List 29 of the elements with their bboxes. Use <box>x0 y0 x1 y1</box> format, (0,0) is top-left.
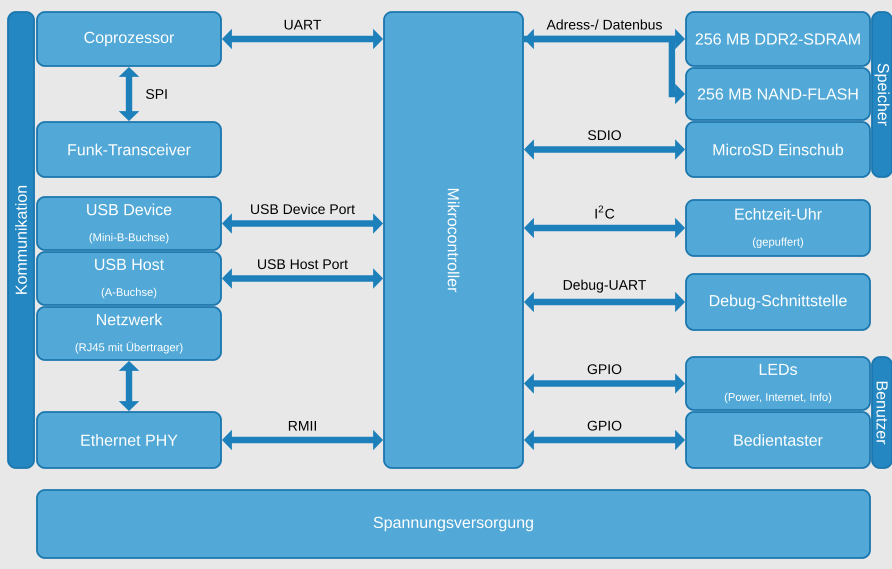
edge-label: SDIO <box>585 128 624 142</box>
block-box: MicroSD Einschub <box>685 121 871 178</box>
block-box: USB Device (Mini-B-Buchse) <box>36 196 222 251</box>
block-box: Ethernet PHY <box>36 411 222 469</box>
block-box: Coprozessor <box>36 11 222 67</box>
edge-label: Debug-UART <box>560 278 648 295</box>
block-box: Funk-Transceiver <box>36 121 222 178</box>
block-box: Debug-Schnittstelle <box>685 273 871 331</box>
edge-label: USB Host Port <box>255 257 350 272</box>
edge-label: I$^{2}$C <box>592 203 617 221</box>
block-box: Mikrocontroller <box>383 11 524 469</box>
edge-label: GPIO <box>585 362 624 376</box>
block-box: Bedientaster <box>685 411 871 469</box>
edge-label: USB Device Port <box>248 202 358 216</box>
edge-label: GPIO <box>585 418 624 433</box>
block-box: Spannungsversorgung <box>36 489 871 559</box>
block-box: USB Host (A-Buchse) <box>36 251 222 306</box>
edge-label: RMII <box>286 418 320 433</box>
group-bar: Speicher <box>871 11 892 178</box>
edge-label: Adress-/ Datenbus <box>544 17 664 32</box>
edge-label: SPI <box>143 87 170 101</box>
block-box: 256 MB NAND-FLASH <box>685 67 871 121</box>
block-box: LEDs (Power, Internet, Info) <box>685 356 871 411</box>
group-bar: Benutzer <box>871 356 892 469</box>
block-box: Netzwerk (RJ45 mit Übertrager) <box>36 306 222 361</box>
edge-label: UART <box>282 18 324 32</box>
block-box: Echtzeit-Uhr (gepuffert) <box>685 199 871 257</box>
block-box: 256 MB DDR2-SDRAM <box>685 11 871 67</box>
group-bar: Kommunikation <box>7 11 35 469</box>
